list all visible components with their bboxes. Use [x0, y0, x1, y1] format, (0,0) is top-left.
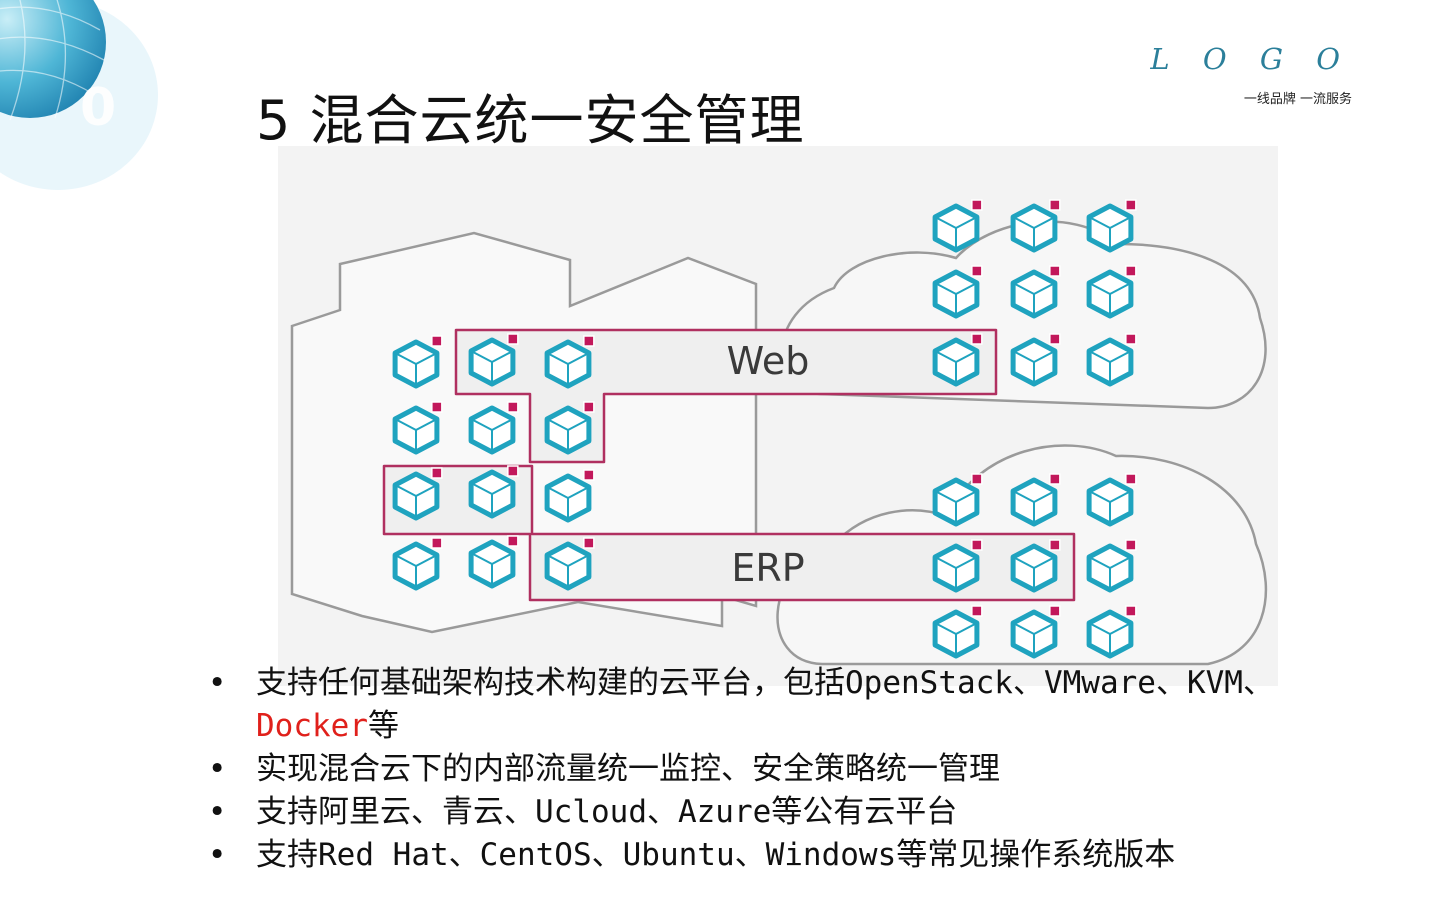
bullet-text: 实现混合云下的内部流量统一监控、安全策略统一管理 — [256, 751, 1000, 787]
bullet-text: 支持任何基础架构技术构建的云平台，包括OpenStack、VMware、KVM、 — [256, 665, 1274, 701]
cube-vm-icon — [392, 467, 443, 521]
security-badge-icon — [507, 401, 519, 413]
cube-vm-icon — [1086, 199, 1137, 253]
hybrid-cloud-diagram: Web ERP — [278, 146, 1278, 686]
cube-vm-icon — [1086, 333, 1137, 387]
security-badge-icon — [1125, 473, 1137, 485]
security-badge-icon — [1125, 199, 1137, 211]
list-item: • 支持阿里云、青云、Ucloud、Azure等公有云平台 — [208, 791, 1308, 834]
cube-vm-icon — [392, 335, 443, 389]
security-badge-icon — [1125, 605, 1137, 617]
cube-vm-icon — [468, 333, 519, 387]
bullet-highlight: Docker — [256, 708, 368, 744]
cube-vm-icon — [468, 465, 519, 519]
cube-vm-icon — [1010, 473, 1061, 527]
security-badge-icon — [507, 465, 519, 477]
security-badge-icon — [971, 539, 983, 551]
bullet-text: 支持阿里云、青云、Ucloud、Azure等公有云平台 — [256, 794, 958, 830]
security-badge-icon — [431, 335, 443, 347]
security-badge-icon — [431, 401, 443, 413]
security-badge-icon — [507, 535, 519, 547]
security-badge-icon — [583, 335, 595, 347]
group-label-web: Web — [727, 339, 810, 383]
security-badge-icon — [1125, 333, 1137, 345]
bullet-dot: • — [208, 751, 227, 787]
logo-text: L O G O — [1150, 42, 1352, 76]
cube-vm-icon — [392, 537, 443, 591]
security-badge-icon — [1049, 199, 1061, 211]
security-badge-icon — [1049, 333, 1061, 345]
cube-vm-icon — [1086, 473, 1137, 527]
cube-vm-icon — [544, 335, 595, 389]
cube-vm-icon — [932, 539, 983, 593]
security-badge-icon — [1125, 265, 1137, 277]
list-item: • 实现混合云下的内部流量统一监控、安全策略统一管理 — [208, 748, 1308, 791]
security-badge-icon — [1049, 265, 1061, 277]
security-badge-icon — [431, 537, 443, 549]
tagline: 一线品牌 一流服务 — [1243, 92, 1352, 107]
cube-vm-icon — [1010, 265, 1061, 319]
globe-decoration — [0, 0, 158, 190]
cube-vm-icon — [1086, 539, 1137, 593]
cube-vm-icon — [1086, 265, 1137, 319]
security-badge-icon — [971, 605, 983, 617]
security-badge-icon — [583, 469, 595, 481]
security-badge-icon — [971, 199, 983, 211]
page-title: 5 混合云统一安全管理 — [256, 89, 805, 152]
cube-vm-icon — [932, 265, 983, 319]
cube-vm-icon — [932, 199, 983, 253]
bullet-dot: • — [208, 665, 227, 701]
security-badge-icon — [1049, 605, 1061, 617]
cube-vm-icon — [1010, 199, 1061, 253]
bullet-dot: • — [208, 837, 227, 873]
cube-vm-icon — [1010, 605, 1061, 659]
security-badge-icon — [971, 265, 983, 277]
cube-vm-icon — [392, 401, 443, 455]
section-number: 0 — [80, 78, 117, 138]
cube-vm-icon — [468, 401, 519, 455]
cube-vm-icon — [1010, 333, 1061, 387]
bullet-text: 支持Red Hat、CentOS、Ubuntu、Windows等常见操作系统版本 — [256, 837, 1176, 873]
cube-vm-icon — [1010, 539, 1061, 593]
cube-vm-icon — [1086, 605, 1137, 659]
list-item: • 支持任何基础架构技术构建的云平台，包括OpenStack、VMware、KV… — [208, 662, 1308, 748]
cube-vm-icon — [544, 469, 595, 523]
security-badge-icon — [1125, 539, 1137, 551]
bullet-text-tail: 等 — [367, 708, 399, 744]
cube-vm-icon — [544, 537, 595, 591]
bullet-dot: • — [208, 794, 227, 830]
cube-vm-icon — [932, 605, 983, 659]
feature-list: • 支持任何基础架构技术构建的云平台，包括OpenStack、VMware、KV… — [208, 662, 1308, 877]
security-badge-icon — [1049, 473, 1061, 485]
security-badge-icon — [583, 537, 595, 549]
list-item: • 支持Red Hat、CentOS、Ubuntu、Windows等常见操作系统… — [208, 834, 1308, 877]
security-badge-icon — [971, 333, 983, 345]
cube-vm-icon — [932, 333, 983, 387]
security-badge-icon — [431, 467, 443, 479]
cube-vm-icon — [468, 535, 519, 589]
group-label-erp: ERP — [731, 546, 804, 590]
security-badge-icon — [583, 401, 595, 413]
security-badge-icon — [507, 333, 519, 345]
security-badge-icon — [971, 473, 983, 485]
cube-vm-icon — [932, 473, 983, 527]
cube-vm-icon — [544, 401, 595, 455]
security-badge-icon — [1049, 539, 1061, 551]
